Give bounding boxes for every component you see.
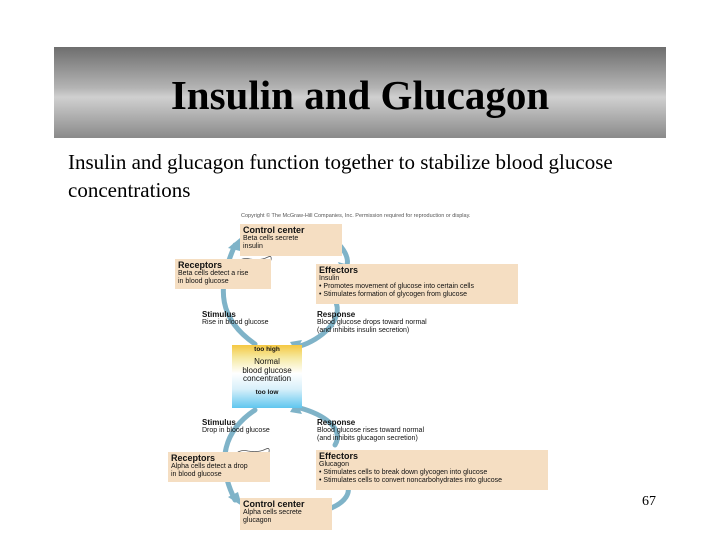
- too-high-label: too high: [232, 346, 302, 354]
- top-control-center-line2: insulin: [243, 243, 339, 251]
- top-receptors-line2: in blood glucose: [178, 278, 268, 286]
- top-stimulus-line1: Rise in blood glucose: [202, 319, 269, 327]
- page-number: 67: [642, 494, 656, 510]
- top-control-center-line1: Beta cells secrete: [243, 235, 339, 243]
- top-effectors-line2: • Promotes movement of glucose into cert…: [319, 283, 515, 291]
- top-effectors: Effectors Insulin • Promotes movement of…: [316, 264, 518, 304]
- top-receptors: Receptors Beta cells detect a rise in bl…: [175, 259, 271, 289]
- bottom-effectors-line1: Glucagon: [319, 461, 545, 469]
- bottom-control-center-heading: Control center: [243, 499, 329, 509]
- bottom-effectors-line2: • Stimulates cells to break down glycoge…: [319, 469, 545, 477]
- bottom-receptors-heading: Receptors: [171, 453, 267, 463]
- bottom-control-center: Control center Alpha cells secrete gluca…: [240, 498, 332, 530]
- bottom-stimulus-line1: Drop in blood glucose: [202, 427, 270, 435]
- copyright-notice: Copyright © The McGraw-Hill Companies, I…: [241, 213, 470, 219]
- top-response-heading: Response: [317, 310, 427, 319]
- bottom-effectors-heading: Effectors: [319, 451, 545, 461]
- bottom-receptors: Receptors Alpha cells detect a drop in b…: [168, 452, 270, 482]
- bottom-stimulus: Stimulus Drop in blood glucose: [202, 418, 270, 435]
- bottom-stimulus-heading: Stimulus: [202, 418, 270, 427]
- bottom-response-line1: Blood glucose rises toward normal: [317, 427, 424, 435]
- top-response-line1: Blood glucose drops toward normal: [317, 319, 427, 327]
- top-stimulus: Stimulus Rise in blood glucose: [202, 310, 269, 327]
- top-control-center: Control center Beta cells secrete insuli…: [240, 224, 342, 256]
- center-line3: concentration: [232, 375, 302, 384]
- bottom-response-heading: Response: [317, 418, 424, 427]
- top-receptors-heading: Receptors: [178, 260, 268, 270]
- bottom-response-line2: (and inhibits glucagon secretion): [317, 435, 424, 443]
- top-effectors-line1: Insulin: [319, 275, 515, 283]
- blood-glucose-gauge: too high Normal blood glucose concentrat…: [232, 345, 302, 408]
- top-response-line2: (and inhibits insulin secretion): [317, 327, 427, 335]
- bottom-receptors-line1: Alpha cells detect a drop: [171, 463, 267, 471]
- top-receptors-line1: Beta cells detect a rise: [178, 270, 268, 278]
- bottom-effectors: Effectors Glucagon • Stimulates cells to…: [316, 450, 548, 490]
- top-control-center-heading: Control center: [243, 225, 339, 235]
- bottom-control-center-line2: glucagon: [243, 517, 329, 525]
- bottom-effectors-line3: • Stimulates cells to convert noncarbohy…: [319, 477, 545, 485]
- top-effectors-heading: Effectors: [319, 265, 515, 275]
- bottom-response: Response Blood glucose rises toward norm…: [317, 418, 424, 443]
- top-stimulus-heading: Stimulus: [202, 310, 269, 319]
- top-effectors-line3: • Stimulates formation of glycogen from …: [319, 291, 515, 299]
- top-response: Response Blood glucose drops toward norm…: [317, 310, 427, 335]
- bottom-control-center-line1: Alpha cells secrete: [243, 509, 329, 517]
- bottom-receptors-line2: in blood glucose: [171, 471, 267, 479]
- too-low-label: too low: [232, 389, 302, 397]
